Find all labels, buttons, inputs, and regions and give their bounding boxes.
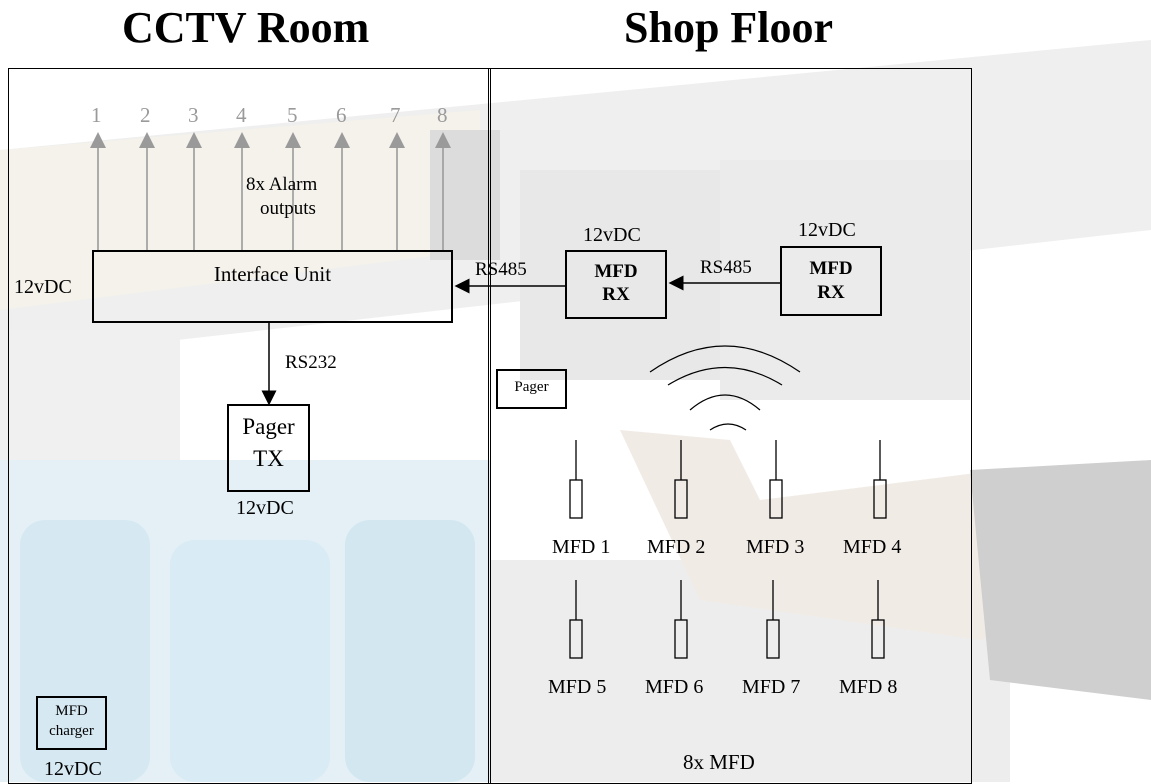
interface-unit-label: Interface Unit <box>213 262 332 286</box>
mfd-charger-power: 12vDC <box>44 758 102 780</box>
mfd-rx-2-line1: MFD <box>809 258 853 279</box>
mfd-8-label: MFD 8 <box>839 676 898 698</box>
pager-tx-line2: TX <box>253 446 284 471</box>
mfd-device-icons <box>569 440 887 659</box>
rs485-label-b: RS485 <box>700 257 752 278</box>
mfd-3-label: MFD 3 <box>746 536 805 558</box>
mfd-rx-1-box: MFD RX <box>565 250 667 319</box>
mfd-rx-2-line2: RX <box>817 282 845 303</box>
mfd-5-label: MFD 5 <box>548 676 607 698</box>
mfd-charger-line1: MFD <box>55 703 88 719</box>
mfd-rx-2-power: 12vDC <box>798 219 856 241</box>
pager-tx-line1: Pager <box>242 414 295 439</box>
mfd-7-label: MFD 7 <box>742 676 801 698</box>
rs485-label-a: RS485 <box>475 259 527 280</box>
alarm-outputs-label-line2: outputs <box>260 198 316 219</box>
alarm-output-3: 3 <box>188 103 199 127</box>
rs232-label: RS232 <box>285 352 337 373</box>
alarm-output-6: 6 <box>336 103 347 127</box>
alarm-output-1: 1 <box>91 103 102 127</box>
alarm-output-2: 2 <box>140 103 151 127</box>
mfd-charger-line2: charger <box>49 723 94 739</box>
pager-tx-box: Pager TX <box>227 404 310 492</box>
alarm-output-5: 5 <box>287 103 298 127</box>
mfd-charger-box: MFD charger <box>36 696 107 750</box>
mfd-rx-1-power: 12vDC <box>583 224 641 246</box>
alarm-output-7: 7 <box>390 103 401 127</box>
mfd-4-label: MFD 4 <box>843 536 902 558</box>
pager-label: Pager <box>514 379 549 395</box>
mfd-rx-1-line1: MFD <box>594 261 638 282</box>
interface-unit-box: Interface Unit <box>92 250 453 323</box>
mfd-6-label: MFD 6 <box>645 676 704 698</box>
mfd-count-label: 8x MFD <box>683 750 755 774</box>
alarm-outputs-label-line1: 8x Alarm <box>246 174 318 195</box>
mfd-rx-1-line2: RX <box>602 284 630 305</box>
alarm-output-4: 4 <box>236 103 247 127</box>
alarm-output-arrows <box>90 132 451 250</box>
pager-tx-power: 12vDC <box>236 497 294 519</box>
wireless-signal-icon <box>649 345 801 431</box>
mfd-1-label: MFD 1 <box>552 536 611 558</box>
shop-floor-title: Shop Floor <box>624 3 834 52</box>
alarm-output-8: 8 <box>437 103 448 127</box>
pager-box: Pager <box>496 369 567 409</box>
interface-unit-power: 12vDC <box>14 276 72 298</box>
mfd-2-label: MFD 2 <box>647 536 706 558</box>
cctv-room-title: CCTV Room <box>122 3 370 52</box>
mfd-rx-2-box: MFD RX <box>780 246 882 316</box>
